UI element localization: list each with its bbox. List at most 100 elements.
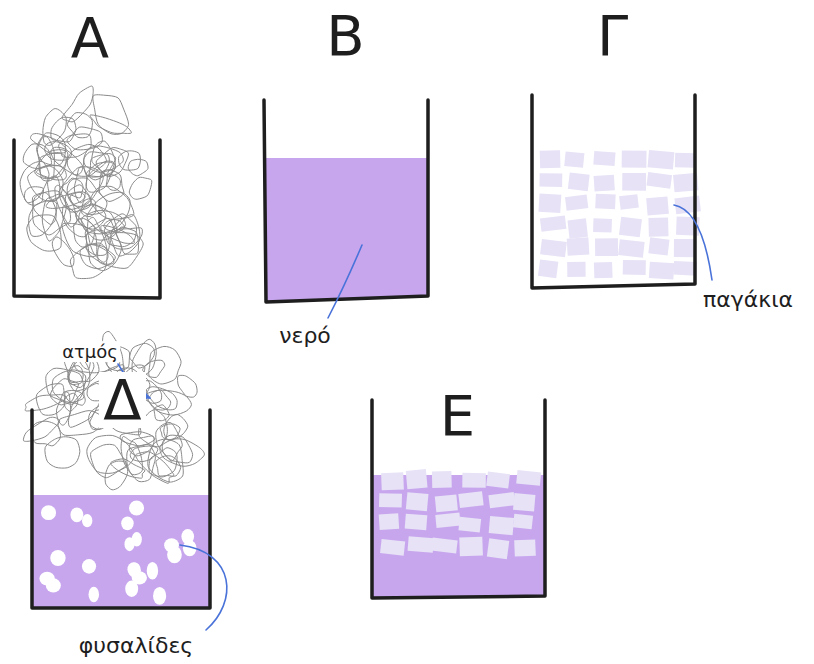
ice-cube <box>622 150 647 167</box>
vapour-scribble <box>129 177 152 199</box>
bubble <box>147 562 158 580</box>
annotation-label: ατμός <box>60 342 120 362</box>
ice-cube <box>432 471 452 488</box>
ice-cube <box>595 194 615 210</box>
beaker-letter-row: Ε <box>365 388 550 444</box>
vapour-scribble <box>96 148 128 177</box>
vapour-scribble <box>67 113 92 138</box>
beaker: Γ <box>525 8 700 293</box>
annotation-text: παγάκια <box>701 287 795 312</box>
vapour-scribble <box>65 390 85 405</box>
water-fill <box>373 475 544 597</box>
bubble <box>41 505 56 520</box>
beaker-letter: Α <box>67 10 113 66</box>
ice-cube <box>516 470 541 486</box>
ice-cube <box>486 472 510 489</box>
vapour-scribble <box>62 178 83 198</box>
ice-cube <box>567 262 585 277</box>
vapour-scribble <box>118 151 140 170</box>
ice-cube <box>648 217 668 236</box>
vapour-scribble <box>48 176 60 201</box>
beaker-letter: Β <box>322 8 368 64</box>
vapour-scribble <box>67 178 107 215</box>
bubble <box>121 517 134 531</box>
ice-cube <box>514 539 536 556</box>
ice-cube <box>619 217 642 238</box>
annotation-text: νερό <box>277 323 333 348</box>
vapour-scribble <box>68 383 102 427</box>
ice-cube <box>649 262 675 280</box>
vapour-scribble <box>92 141 116 176</box>
ice-cube <box>406 469 428 489</box>
beaker-letter-row: Α <box>10 10 170 66</box>
beaker: Α <box>10 10 170 300</box>
vapour-scribble <box>31 421 61 446</box>
leader-line <box>180 545 227 630</box>
beaker: Δ <box>25 372 220 612</box>
annotation-label: φυσαλίδες <box>77 634 195 658</box>
vapour-scribble <box>145 390 191 415</box>
ice-cube <box>594 262 613 278</box>
ice-cube <box>623 260 646 275</box>
beaker: Β <box>258 8 433 308</box>
vapour-scribble <box>74 218 95 247</box>
beaker-letter: Γ <box>593 8 632 64</box>
vapour-scribble <box>93 95 129 135</box>
beaker-outline <box>264 100 428 302</box>
ice-cube <box>458 517 481 533</box>
ice-cube <box>538 194 561 214</box>
vapour-scribble <box>45 142 72 161</box>
beaker-letter-row: Γ <box>525 8 700 64</box>
bubble <box>124 537 134 551</box>
vapour-scribble <box>160 439 205 467</box>
vapour-scribble <box>98 233 144 269</box>
ice-cube <box>513 514 533 530</box>
vapour-scribble <box>27 215 61 251</box>
beaker-outline <box>32 410 210 608</box>
beaker-letter: Ε <box>436 388 479 444</box>
ice-cube <box>379 493 402 507</box>
vapour-scribble <box>148 390 170 410</box>
ice-cube <box>381 472 404 490</box>
ice-cube <box>540 150 561 168</box>
annotation-text: ατμός <box>60 341 120 362</box>
ice-cube <box>540 216 567 232</box>
vapour-scribble <box>24 187 43 206</box>
bubbles <box>39 501 196 605</box>
ice-cube <box>648 237 669 255</box>
vapour-scribble <box>85 218 121 270</box>
ice-cube <box>648 150 675 170</box>
bubble <box>129 501 144 516</box>
beaker-outline <box>14 140 160 298</box>
ice-cube <box>379 513 399 530</box>
ice-cube <box>568 172 590 191</box>
bubble <box>50 550 65 566</box>
vapour-scribble <box>178 375 198 397</box>
vapour-scribble <box>51 117 76 142</box>
vapour-scribble <box>43 109 66 146</box>
ice-cube <box>618 239 645 257</box>
ice-cube <box>487 538 509 559</box>
ice-cube <box>619 194 639 210</box>
annotation-label: παγάκια <box>701 288 795 312</box>
beaker-outline <box>532 95 695 288</box>
ice-cube <box>595 238 618 256</box>
vapour-scribble <box>105 461 128 490</box>
ice-cube <box>380 539 405 556</box>
leader-line <box>674 205 712 280</box>
vapour-scribble <box>84 146 124 172</box>
vapour-scribble <box>68 366 84 385</box>
ice-cube <box>567 237 590 255</box>
ice-cube <box>489 516 514 535</box>
ice-cube <box>488 492 515 508</box>
ice-cube <box>646 172 672 189</box>
annotation-text: φυσαλίδες <box>77 633 195 658</box>
vapour-scribble <box>56 392 70 425</box>
ice-cube <box>408 536 434 553</box>
beaker: Ε <box>365 388 550 603</box>
vapour-scribble <box>36 384 64 416</box>
vapour-scribble <box>130 343 155 368</box>
ice-cube <box>431 538 457 554</box>
